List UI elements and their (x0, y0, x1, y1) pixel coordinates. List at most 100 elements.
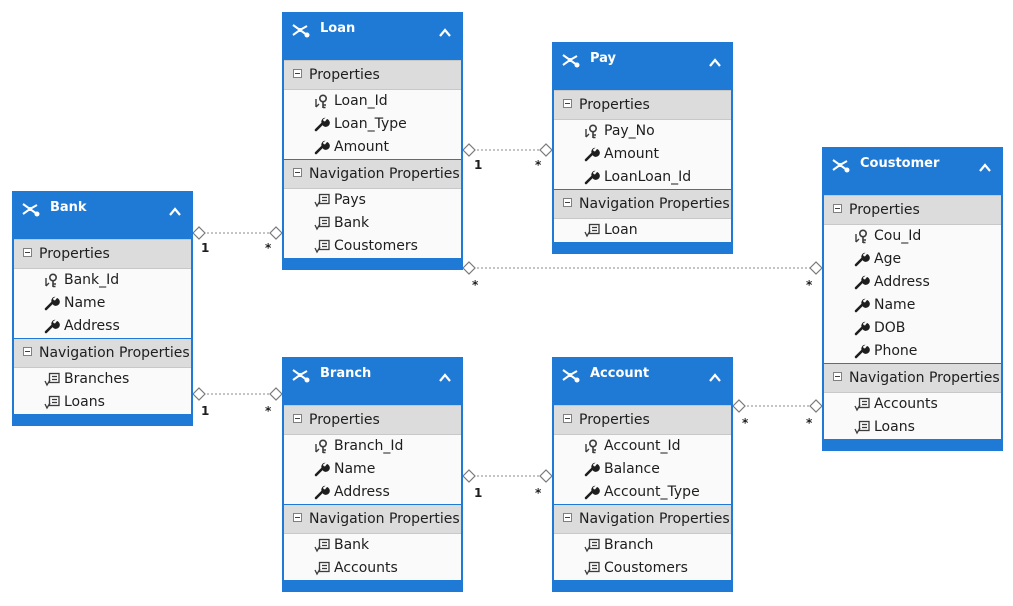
navigation-property-row[interactable]: Pays (284, 189, 461, 212)
entity-footer (824, 439, 1001, 449)
entity-header[interactable]: Pay (554, 44, 731, 90)
association-branch-account[interactable] (462, 469, 553, 483)
collapse-section-icon[interactable] (563, 198, 572, 207)
association-end-diamond[interactable] (462, 261, 476, 275)
collapse-icon[interactable] (709, 367, 721, 382)
entity-header[interactable]: Branch (284, 359, 461, 405)
property-row[interactable]: Address (824, 271, 1001, 294)
properties-section-header[interactable]: Properties (824, 195, 1001, 225)
navigation-section-header[interactable]: Navigation Properties (284, 504, 461, 534)
association-end-diamond[interactable] (269, 226, 283, 240)
navigation-property-row[interactable]: Bank (284, 212, 461, 235)
property-row[interactable]: Loan_Type (284, 113, 461, 136)
collapse-icon[interactable] (169, 201, 181, 216)
properties-section-header[interactable]: Properties (14, 239, 191, 269)
section-label: Navigation Properties (579, 196, 730, 212)
property-row[interactable]: Branch_Id (284, 435, 461, 458)
navigation-section-header[interactable]: Navigation Properties (14, 338, 191, 368)
association-bank-branch[interactable] (192, 387, 283, 401)
collapse-section-icon[interactable] (293, 168, 302, 177)
navigation-property-row[interactable]: Accounts (284, 557, 461, 580)
collapse-section-icon[interactable] (563, 99, 572, 108)
navigation-property-row[interactable]: Loans (824, 416, 1001, 439)
association-loan-pay[interactable] (462, 143, 553, 157)
navigation-section-header[interactable]: Navigation Properties (284, 159, 461, 189)
navigation-property-row[interactable]: Branches (14, 368, 191, 391)
navigation-property-icon (314, 216, 330, 231)
association-end-diamond[interactable] (462, 143, 476, 157)
property-row[interactable]: Pay_No (554, 120, 731, 143)
collapse-section-icon[interactable] (833, 372, 842, 381)
collapse-section-icon[interactable] (293, 414, 302, 423)
association-end-diamond[interactable] (809, 261, 823, 275)
property-row[interactable]: Amount (284, 136, 461, 159)
collapse-section-icon[interactable] (293, 513, 302, 522)
collapse-icon[interactable] (439, 367, 451, 382)
association-bank-loan[interactable] (192, 226, 283, 240)
navigation-property-row[interactable]: Accounts (824, 393, 1001, 416)
multiplicity-label: * (265, 241, 272, 255)
collapse-section-icon[interactable] (833, 204, 842, 213)
property-row[interactable]: Cou_Id (824, 225, 1001, 248)
property-row[interactable]: Bank_Id (14, 269, 191, 292)
collapse-section-icon[interactable] (23, 248, 32, 257)
collapse-icon[interactable] (979, 157, 991, 172)
navigation-property-row[interactable]: Loans (14, 391, 191, 414)
property-row[interactable]: DOB (824, 317, 1001, 340)
property-row[interactable]: Account_Id (554, 435, 731, 458)
association-end-diamond[interactable] (809, 399, 823, 413)
entity-header[interactable]: Loan (284, 14, 461, 60)
association-account-coustomer[interactable] (732, 399, 823, 413)
navigation-property-row[interactable]: Coustomers (284, 235, 461, 258)
properties-section-header[interactable]: Properties (554, 90, 731, 120)
wrench-icon (314, 462, 330, 477)
property-row[interactable]: Amount (554, 143, 731, 166)
property-row[interactable]: Address (14, 315, 191, 338)
navigation-property-row[interactable]: Coustomers (554, 557, 731, 580)
navigation-section-header[interactable]: Navigation Properties (824, 363, 1001, 393)
association-end-diamond[interactable] (192, 387, 206, 401)
association-end-diamond[interactable] (539, 143, 553, 157)
entity-header[interactable]: Bank (14, 193, 191, 239)
association-end-diamond[interactable] (462, 469, 476, 483)
collapse-icon[interactable] (439, 22, 451, 37)
navigation-property-row[interactable]: Loan (554, 219, 731, 242)
property-row[interactable]: Name (284, 458, 461, 481)
row-label: Coustomers (604, 560, 688, 576)
property-row[interactable]: Balance (554, 458, 731, 481)
key-icon (314, 94, 330, 109)
collapse-section-icon[interactable] (23, 347, 32, 356)
association-end-diamond[interactable] (192, 226, 206, 240)
association-end-diamond[interactable] (539, 469, 553, 483)
navigation-section-header[interactable]: Navigation Properties (554, 504, 731, 534)
entity-header[interactable]: Account (554, 359, 731, 405)
collapse-section-icon[interactable] (293, 69, 302, 78)
association-end-diamond[interactable] (732, 399, 746, 413)
property-row[interactable]: Account_Type (554, 481, 731, 504)
property-row[interactable]: Age (824, 248, 1001, 271)
navigation-property-row[interactable]: Branch (554, 534, 731, 557)
property-row[interactable]: Name (14, 292, 191, 315)
property-row[interactable]: Address (284, 481, 461, 504)
collapse-section-icon[interactable] (563, 513, 572, 522)
association-end-diamond[interactable] (269, 387, 283, 401)
navigation-section-header[interactable]: Navigation Properties (554, 189, 731, 219)
property-row[interactable]: LoanLoan_Id (554, 166, 731, 189)
collapse-icon[interactable] (709, 52, 721, 67)
property-row[interactable]: Name (824, 294, 1001, 317)
navigation-property-row[interactable]: Bank (284, 534, 461, 557)
properties-section-header[interactable]: Properties (554, 405, 731, 435)
property-row[interactable]: Loan_Id (284, 90, 461, 113)
entity-header[interactable]: Coustomer (824, 149, 1001, 195)
properties-section-header[interactable]: Properties (284, 405, 461, 435)
properties-section-header[interactable]: Properties (284, 60, 461, 90)
association-loan-coustomer[interactable] (462, 261, 823, 275)
collapse-section-icon[interactable] (563, 414, 572, 423)
property-row[interactable]: Phone (824, 340, 1001, 363)
